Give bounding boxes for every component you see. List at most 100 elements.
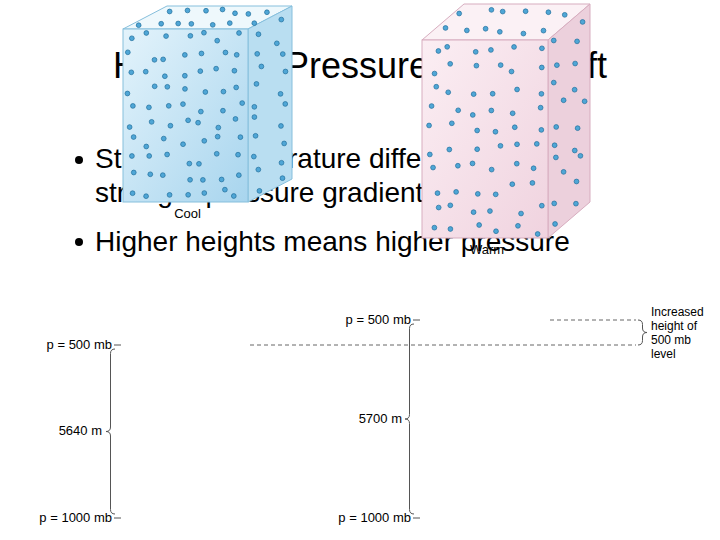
air-molecule	[497, 29, 502, 34]
air-molecule	[130, 191, 135, 196]
air-molecule	[152, 84, 157, 89]
air-molecule	[254, 82, 259, 87]
air-molecule	[252, 104, 257, 109]
air-molecule	[181, 142, 186, 147]
column-front	[422, 40, 548, 238]
air-molecule	[165, 84, 170, 89]
level-line	[550, 320, 636, 321]
air-molecule	[186, 192, 191, 197]
air-molecule	[199, 51, 204, 56]
air-molecule	[489, 108, 494, 113]
air-molecule	[187, 161, 192, 166]
air-molecule	[431, 165, 436, 170]
level-line	[250, 345, 636, 346]
air-molecule	[203, 90, 208, 95]
bullet-dot	[75, 156, 83, 164]
air-molecule	[493, 129, 498, 134]
air-molecule	[227, 21, 232, 26]
air-molecule	[166, 103, 171, 108]
air-molecule	[490, 91, 495, 96]
air-molecule	[454, 190, 459, 195]
air-molecule	[144, 144, 149, 149]
column-front	[123, 29, 248, 202]
air-molecule	[535, 232, 540, 237]
air-molecule	[216, 125, 221, 130]
air-molecule	[521, 31, 526, 36]
air-molecule	[259, 64, 264, 69]
air-molecule	[283, 69, 288, 74]
air-molecule	[449, 121, 454, 126]
air-molecule	[257, 188, 262, 193]
air-molecule	[580, 20, 585, 25]
air-molecule	[237, 31, 242, 36]
bracket	[405, 324, 414, 514]
air-molecule	[432, 71, 437, 76]
air-molecule	[240, 101, 245, 106]
air-molecule	[220, 7, 225, 12]
air-molecule	[434, 84, 439, 89]
air-molecule	[554, 125, 559, 130]
air-molecule	[189, 21, 194, 26]
air-molecule	[562, 12, 567, 17]
air-molecule	[144, 194, 149, 199]
air-molecule	[159, 21, 164, 26]
air-molecule	[493, 192, 498, 197]
air-molecule	[162, 74, 167, 79]
air-molecule	[519, 211, 524, 216]
air-molecule	[246, 12, 251, 17]
air-molecule	[436, 205, 441, 210]
pressure-label: p = 1000 mb	[10, 510, 112, 526]
air-molecule	[222, 187, 227, 192]
air-molecule	[447, 147, 452, 152]
air-molecule	[509, 69, 514, 74]
air-molecule	[214, 151, 219, 156]
air-molecule	[489, 7, 494, 12]
air-molecule	[130, 154, 135, 159]
air-molecule	[279, 17, 284, 22]
air-molecule	[574, 179, 579, 184]
bracket	[638, 320, 647, 345]
label-holder: p = 1000 mb	[10, 510, 112, 526]
air-molecule	[534, 141, 539, 146]
label-holder: p = 500 mb	[315, 312, 411, 328]
air-molecule	[554, 63, 559, 68]
air-molecule	[221, 89, 226, 94]
air-molecule	[575, 126, 580, 131]
bullet-text: Higher heights means higher pressure	[95, 225, 695, 259]
column-side	[548, 4, 590, 238]
air-molecule	[436, 49, 441, 54]
air-molecule	[202, 191, 207, 196]
air-molecule	[512, 45, 517, 50]
air-molecule	[546, 10, 551, 15]
air-molecule	[280, 52, 285, 57]
air-molecule	[494, 229, 499, 234]
air-molecule	[516, 223, 521, 228]
air-molecule	[188, 177, 193, 182]
air-molecule	[168, 123, 173, 128]
air-molecule	[125, 50, 130, 55]
air-molecule	[252, 21, 257, 26]
air-molecule	[215, 38, 220, 43]
air-molecule	[470, 161, 475, 166]
air-molecule	[427, 152, 432, 157]
air-molecule	[489, 167, 494, 172]
air-molecule	[541, 28, 546, 33]
air-molecule	[445, 44, 450, 49]
air-molecule	[233, 11, 238, 16]
column-side	[248, 6, 292, 202]
air-molecule	[448, 203, 453, 208]
bracket	[106, 349, 115, 514]
air-molecule	[236, 152, 241, 157]
air-molecule	[561, 98, 566, 103]
air-molecule	[500, 9, 505, 14]
air-molecule	[149, 119, 154, 124]
air-molecule	[144, 31, 149, 36]
air-molecule	[282, 141, 287, 146]
air-molecule	[136, 23, 141, 28]
air-molecule	[186, 118, 191, 123]
air-molecule	[182, 53, 187, 58]
air-molecule	[161, 136, 166, 141]
air-molecule	[251, 154, 256, 159]
air-molecule	[265, 10, 270, 15]
